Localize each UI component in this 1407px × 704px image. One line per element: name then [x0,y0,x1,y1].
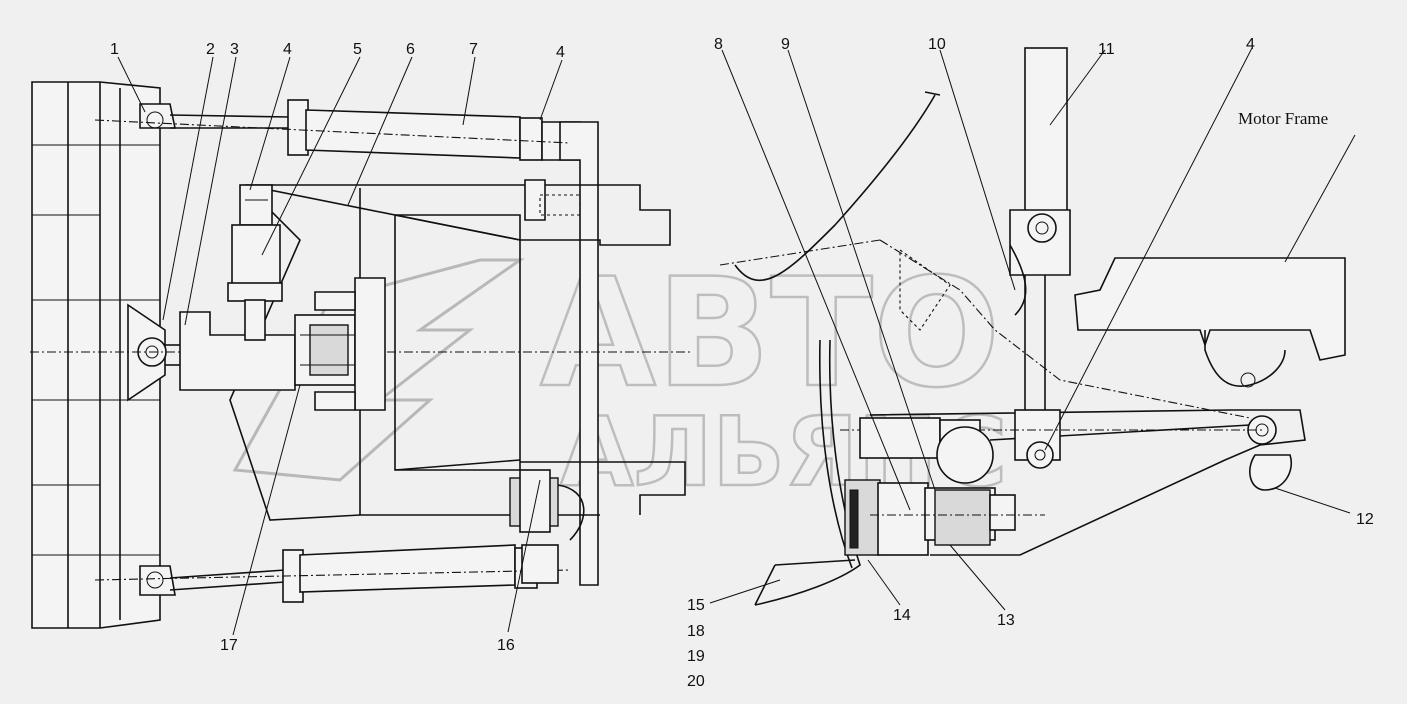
label-11: 11 [1098,41,1115,58]
label-19: 19 [687,648,705,665]
label-5: 5 [353,41,362,58]
watermark-line1: АВТО [540,247,1000,421]
motor-frame-label: Motor Frame [1238,109,1328,128]
label-17: 17 [220,637,238,654]
label-10: 10 [928,36,946,53]
left-view [30,81,690,629]
label-7: 7 [469,41,478,58]
label-1: 1 [110,41,119,58]
label-20: 20 [687,673,705,690]
right-view [719,47,1346,606]
label-18: 18 [687,623,705,640]
label-3: 3 [230,41,239,58]
label-4c: 4 [1246,36,1255,53]
label-12: 12 [1356,511,1374,528]
label-6: 6 [406,41,415,58]
part-labels: 1 2 3 4 5 6 7 4 8 9 10 11 4 Motor Frame … [110,36,1374,690]
label-4a: 4 [283,41,292,58]
leader-lines [117,47,1356,636]
label-9: 9 [781,36,790,53]
motor-frame [1074,257,1346,361]
label-15: 15 [687,597,705,614]
label-16: 16 [497,637,515,654]
label-13: 13 [997,612,1015,629]
watermark-logo-icon [232,258,525,482]
label-8: 8 [714,36,723,53]
label-14: 14 [893,607,911,624]
label-2: 2 [206,41,215,58]
watermark: АВТО АЛЬЯНС [232,246,1008,509]
label-4b: 4 [556,44,565,61]
